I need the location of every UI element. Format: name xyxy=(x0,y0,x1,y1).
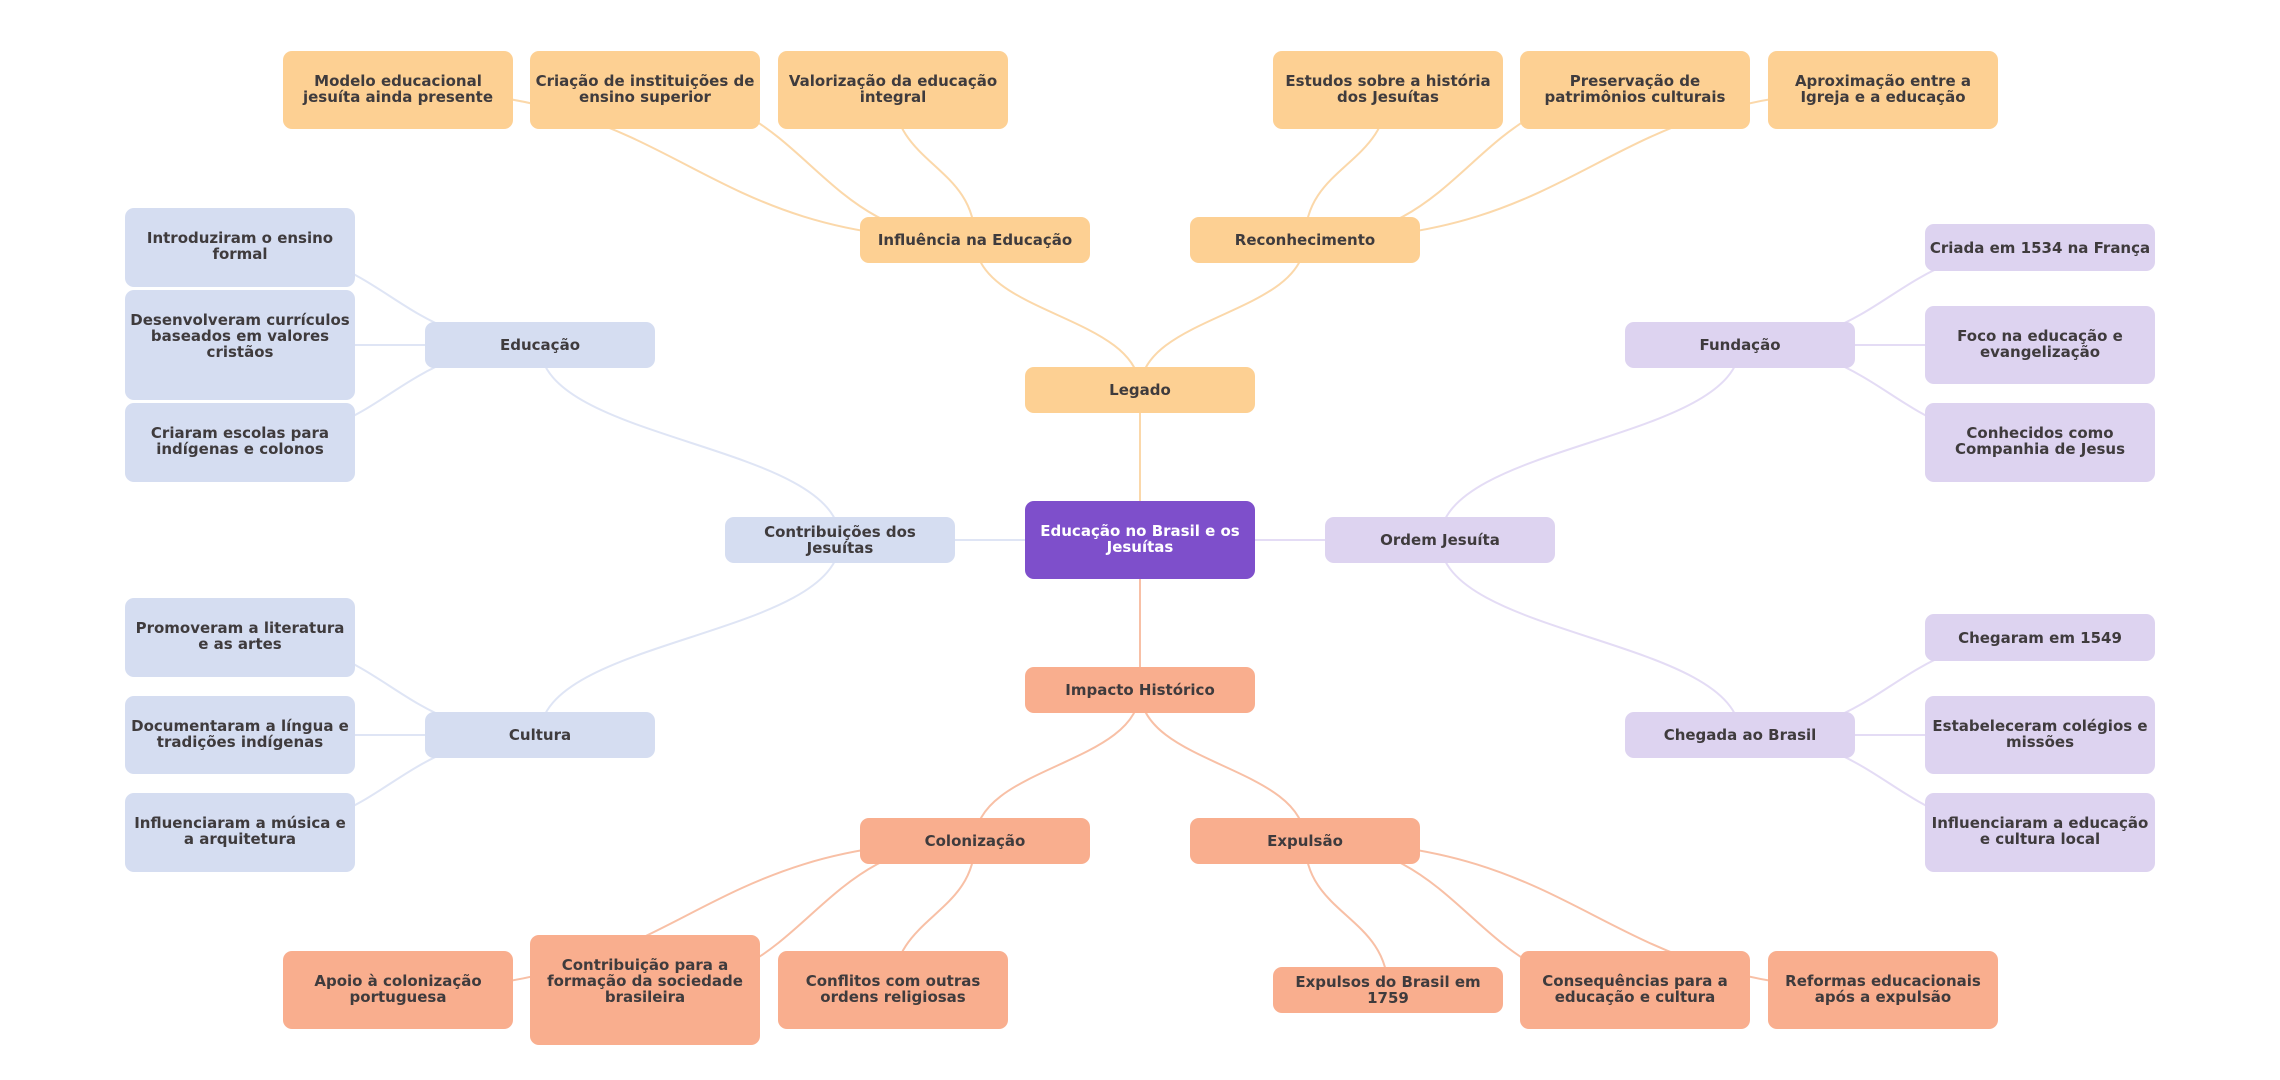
edge-legado-influencia xyxy=(974,239,1141,391)
node-modelo-educacional[interactable]: Modelo educacional jesuíta ainda present… xyxy=(283,51,513,129)
node-contribuicao-sociedade[interactable]: Contribuição para a formação da sociedad… xyxy=(530,935,760,1045)
node-preservacao-patrimonios[interactable]: Preservação de patrimônios culturais xyxy=(1520,51,1750,129)
node-estudos-historia[interactable]: Estudos sobre a história dos Jesuítas xyxy=(1273,51,1503,129)
node-ordem-jesuita[interactable]: Ordem Jesuíta xyxy=(1325,517,1555,563)
node-educacao[interactable]: Educação xyxy=(425,322,655,368)
root-node[interactable]: Educação no Brasil e os Jesuítas xyxy=(1025,501,1255,579)
node-expulsao[interactable]: Expulsão xyxy=(1190,818,1420,864)
node-apoio-colonizacao[interactable]: Apoio à colonização portuguesa xyxy=(283,951,513,1029)
node-estabeleceram-colegios[interactable]: Estabeleceram colégios e missões xyxy=(1925,696,2155,774)
edge-impacto-expulsao xyxy=(1139,689,1306,842)
node-promoveram-literatura[interactable]: Promoveram a literatura e as artes xyxy=(125,598,355,677)
node-chegaram-1549[interactable]: Chegaram em 1549 xyxy=(1925,614,2155,661)
node-valorizacao-educacao[interactable]: Valorização da educação integral xyxy=(778,51,1008,129)
node-criaram-escolas[interactable]: Criaram escolas para indígenas e colonos xyxy=(125,403,355,482)
node-contribuicoes-jesuitas[interactable]: Contribuições dos Jesuítas xyxy=(725,517,955,563)
node-documentaram-lingua[interactable]: Documentaram a língua e tradições indíge… xyxy=(125,696,355,774)
node-fundacao[interactable]: Fundação xyxy=(1625,322,1855,368)
node-foco-educacao[interactable]: Foco na educação e evangelização xyxy=(1925,306,2155,384)
edge-ordem-chegada xyxy=(1439,539,1741,736)
node-chegada-brasil[interactable]: Chegada ao Brasil xyxy=(1625,712,1855,758)
node-desenvolveram-curriculos[interactable]: Desenvolveram currículos baseados em val… xyxy=(125,290,355,400)
node-reformas-educacionais[interactable]: Reformas educacionais após a expulsão xyxy=(1768,951,1998,1029)
edge-ordem-fundacao xyxy=(1439,344,1741,541)
node-consequencias-educacao[interactable]: Consequências para a educação e cultura xyxy=(1520,951,1750,1029)
edge-contribuicoes-cultura xyxy=(539,539,841,736)
edge-impacto-colonizacao xyxy=(974,689,1141,842)
node-aproximacao-igreja[interactable]: Aproximação entre a Igreja e a educação xyxy=(1768,51,1998,129)
node-conhecidos-companhia[interactable]: Conhecidos como Companhia de Jesus xyxy=(1925,403,2155,482)
node-impacto-historico[interactable]: Impacto Histórico xyxy=(1025,667,1255,713)
edge-contribuicoes-educacao xyxy=(539,344,841,541)
edge-legado-reconhecimento xyxy=(1139,239,1306,391)
node-influenciaram-educacao[interactable]: Influenciaram a educação e cultura local xyxy=(1925,793,2155,872)
node-criacao-instituicoes[interactable]: Criação de instituições de ensino superi… xyxy=(530,51,760,129)
node-colonizacao[interactable]: Colonização xyxy=(860,818,1090,864)
node-legado[interactable]: Legado xyxy=(1025,367,1255,413)
node-introduziram-ensino[interactable]: Introduziram o ensino formal xyxy=(125,208,355,287)
node-cultura[interactable]: Cultura xyxy=(425,712,655,758)
node-influenciaram-musica[interactable]: Influenciaram a música e a arquitetura xyxy=(125,793,355,872)
node-influencia-na-educacao[interactable]: Influência na Educação xyxy=(860,217,1090,263)
node-criada-1534[interactable]: Criada em 1534 na França xyxy=(1925,224,2155,271)
edge-expulsao-expulsos xyxy=(1304,840,1389,991)
node-expulsos-1759[interactable]: Expulsos do Brasil em 1759 xyxy=(1273,967,1503,1013)
node-conflitos-ordens[interactable]: Conflitos com outras ordens religiosas xyxy=(778,951,1008,1029)
node-reconhecimento[interactable]: Reconhecimento xyxy=(1190,217,1420,263)
